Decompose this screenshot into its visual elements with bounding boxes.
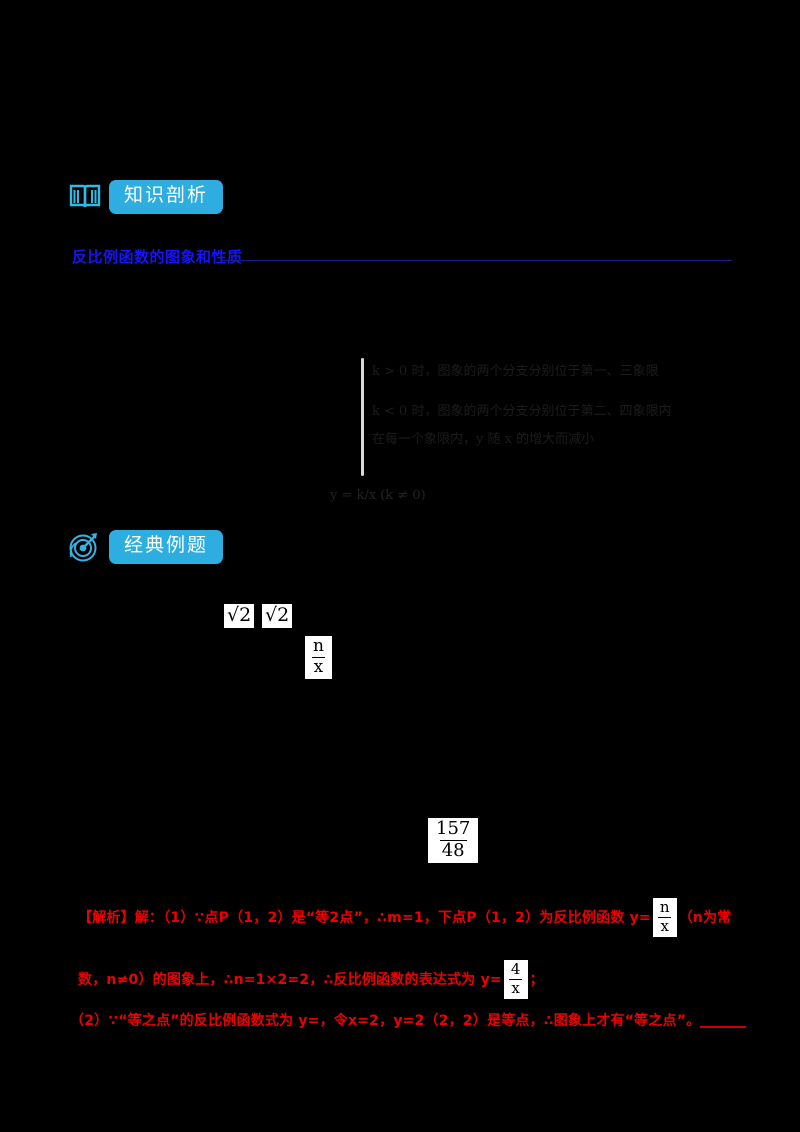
analysis-line-1-part-a: 【解析】解：（1）∵点P（1，2）是“等2点”，∴m=1: [78, 910, 424, 927]
badge-label-classic-examples: 经典例题: [110, 531, 223, 563]
math-system-line-3: 在每一个象限内，y 随 x 的增大而减小: [372, 432, 595, 447]
fraction-n-over-x: n x: [305, 636, 332, 679]
analysis-line-2-part-a: 数，n≠0）的图象上，∴n=1×2=2，∴反比例函数的表达式为 y=: [78, 972, 502, 989]
fraction-4-over-x-inline: 4 x: [503, 960, 528, 999]
open-book-icon: [66, 180, 104, 214]
fraction-157-over-48: 157 48: [428, 818, 479, 863]
system-brace: [361, 358, 364, 476]
page-heading: 反比例函数的图象和性质: [72, 248, 243, 266]
target-dart-icon: [66, 530, 104, 564]
fraction-numerator: n: [659, 898, 670, 916]
analysis-line-2-part-b: ；: [529, 972, 544, 989]
analysis-line-3-part-a: （2）∵“等之点”的反比例函数式为 y=: [70, 1013, 320, 1029]
analysis-line-2: 数，n≠0）的图象上，∴n=1×2=2，∴反比例函数的表达式为 y= 4 x ；: [78, 960, 544, 999]
fraction-n-over-x-inline: n x: [652, 898, 677, 937]
radical-snippet-1: √2: [224, 604, 255, 628]
section-badge-knowledge-analysis: 知识剖析: [66, 180, 223, 214]
analysis-line-1-part-c: （n为常: [678, 910, 732, 927]
analysis-line-3: （2）∵“等之点”的反比例函数式为 y= ，令x=2，y=2（2，2）是等点，∴…: [70, 1010, 700, 1030]
fraction-denominator: x: [311, 656, 326, 677]
badge-label-knowledge-analysis: 知识剖析: [110, 181, 223, 213]
fraction-denominator: 48: [439, 839, 467, 861]
math-system-line-1: k > 0 时，图象的两个分支分别位于第一、三象限: [372, 364, 659, 379]
fraction-numerator: 4: [510, 960, 521, 978]
math-formula-kx: y = k/x (k ≠ 0): [330, 488, 426, 503]
heading-divider: [222, 260, 732, 261]
analysis-line-1-part-b: ，下点P（1，2）为反比例函数 y=: [423, 910, 651, 927]
analysis-trailing-underline: [700, 1026, 746, 1028]
math-system-line-2: k < 0 时，图象的两个分支分别位于第二、四象限内: [372, 404, 672, 419]
radical-snippet-2: √2: [262, 604, 293, 628]
fraction-denominator: x: [509, 978, 523, 997]
analysis-line-3-part-b: ，令x=2，y=2（2，2）是等点，∴图象上才有“等之点”。: [319, 1013, 701, 1029]
fraction-numerator: 157: [436, 818, 471, 839]
section-badge-classic-examples: 经典例题: [66, 530, 223, 564]
analysis-line-1: 【解析】解：（1）∵点P（1，2）是“等2点”，∴m=1 ，下点P（1，2）为反…: [78, 898, 732, 937]
fraction-numerator: n: [313, 636, 324, 656]
fraction-denominator: x: [658, 916, 672, 935]
